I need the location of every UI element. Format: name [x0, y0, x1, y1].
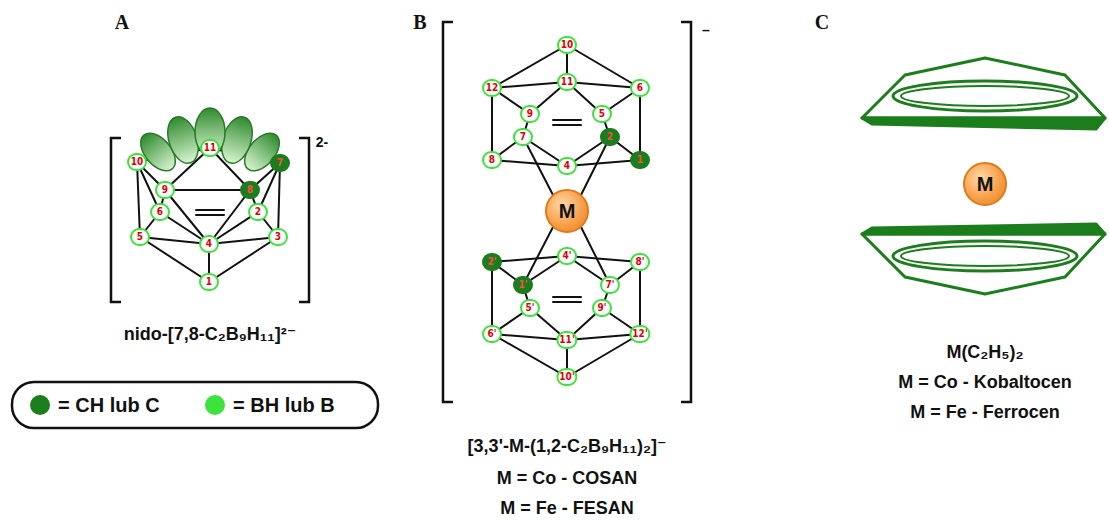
cluster-bond [581, 137, 610, 195]
cluster-bond [492, 160, 567, 166]
callout-number: 8 [482, 151, 502, 169]
cluster-bond [492, 256, 567, 262]
callout-number: 4 [557, 157, 577, 175]
caption-text: [3,3'-M-(1,2-C₂B₉H₁₁)₂]⁻ [468, 435, 667, 457]
cluster-bond [209, 237, 278, 282]
cluster-bond [553, 296, 581, 298]
cluster-bond [639, 88, 641, 160]
callout-number: 9 [520, 105, 540, 123]
charge-label: 2- [316, 134, 328, 150]
legend-swatch [30, 395, 50, 415]
callout-number: 5 [592, 105, 612, 123]
cluster-bond [553, 119, 581, 121]
callout-number: 2' [482, 253, 502, 271]
cluster-bond [196, 214, 224, 216]
cluster-bond [165, 189, 250, 191]
panel-letter: B [413, 11, 426, 34]
callout-number: 8 [240, 181, 260, 199]
callout-number: 8' [630, 253, 650, 271]
callout-number: 11 [557, 73, 577, 91]
cluster-bond [553, 301, 581, 303]
caption-text: M = Fe - Ferrocen [910, 402, 1060, 423]
metal-atom: M [545, 189, 589, 233]
caption-text: M = Fe - FESAN [500, 498, 634, 519]
callout-number: 2 [600, 128, 620, 146]
callout-number: 4' [557, 247, 577, 265]
callout-number: 3 [268, 228, 288, 246]
cluster-bond [523, 137, 553, 195]
legend-item: = CH lub C [30, 394, 160, 417]
cluster-bond [137, 162, 140, 237]
panel-letter: A [115, 11, 129, 34]
cluster-bond [278, 163, 280, 237]
caption-text: M = Co - Kobaltocen [898, 372, 1072, 393]
atom-symbol: M [977, 173, 994, 196]
callout-number: 10 [557, 36, 577, 54]
callout-number: 10 [127, 153, 147, 171]
callout-number: 11 [200, 139, 220, 157]
charge-label: – [702, 22, 710, 38]
atom-symbol: M [559, 200, 576, 223]
callout-number: 2 [248, 203, 268, 221]
callout-number: 1 [199, 273, 219, 291]
callout-number: 12' [629, 325, 650, 343]
callout-number: 1 [630, 151, 650, 169]
caption-text: M = Co - COSAN [497, 468, 638, 489]
legend-item: = BH lub B [205, 394, 335, 417]
callout-number: 12 [482, 79, 502, 97]
panel-letter: C [815, 11, 829, 34]
cluster-bond [492, 45, 567, 88]
callout-number: 5 [130, 228, 150, 246]
callout-number: 1' [513, 276, 533, 294]
callout-number: 7 [513, 128, 533, 146]
caption-text: M(C₂H₅)₂ [946, 342, 1023, 363]
callout-number: 6' [482, 325, 502, 343]
cluster-bond [491, 262, 493, 334]
legend-text: = CH lub C [58, 394, 160, 417]
legend-text: = BH lub B [233, 394, 335, 417]
callout-number: 5' [520, 299, 540, 317]
cluster-bond [639, 262, 641, 334]
cluster-bond [567, 334, 640, 377]
callout-number: 11' [556, 331, 577, 349]
callout-number: 7 [270, 154, 290, 172]
callout-number: 9 [155, 181, 175, 199]
cluster-bond [567, 45, 640, 88]
callout-number: 10' [556, 368, 577, 386]
callout-number: 6 [150, 203, 170, 221]
callout-number: 6 [630, 79, 650, 97]
cluster-bond [492, 82, 567, 88]
metal-atom: M [963, 162, 1007, 206]
callout-number: 7' [600, 276, 620, 294]
legend-swatch [205, 395, 225, 415]
cluster-bond [553, 124, 581, 126]
caption-text: nido-[7,8-C₂B₉H₁₁]²⁻ [124, 323, 296, 345]
cluster-bond [196, 209, 224, 211]
callout-number: 4 [199, 235, 219, 253]
callout-number: 9' [592, 299, 612, 317]
cluster-bond [491, 88, 493, 160]
